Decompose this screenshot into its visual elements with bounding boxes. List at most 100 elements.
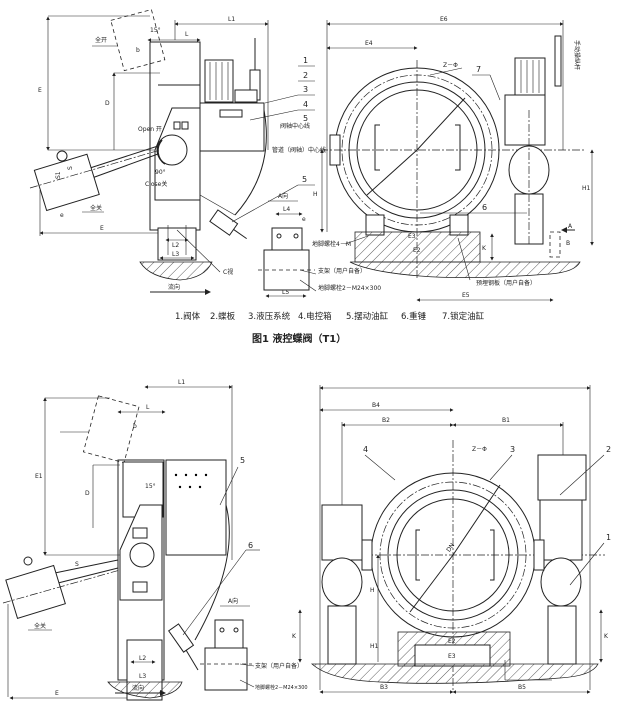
drawing-label: H1 bbox=[582, 185, 591, 192]
drawing-label: B1 bbox=[502, 417, 510, 424]
drawing-label: 4 bbox=[303, 100, 308, 109]
drawing-label: 支架（用户自备） bbox=[255, 662, 303, 670]
drawing-label: L2 bbox=[139, 655, 146, 662]
drawing-label: E6 bbox=[440, 16, 448, 23]
label-support-user-supplied: 支架（用户自备） bbox=[318, 267, 366, 275]
fig1-side-view: L1 L 全开 15° b E D Open 开 C bbox=[29, 9, 326, 295]
label-close: Close关 bbox=[145, 180, 167, 188]
drawing-label: Z－Φ bbox=[443, 62, 458, 69]
drawing-label: S bbox=[75, 561, 79, 568]
drawing-label: 6 bbox=[248, 541, 253, 550]
drawing-label: E3 bbox=[448, 653, 456, 660]
fig1-a-view: A向 L4 e L5 支架（用户自备） 地脚螺栓2－M24×300 bbox=[258, 192, 381, 298]
drawing-label: K bbox=[292, 633, 297, 640]
drawing-label: A向 bbox=[228, 597, 238, 605]
fig1-legend: 1.阀体 2.蝶板 3.液压系统 4.电控箱 5.摆动油缸 6.重锤 7.锁定油… bbox=[175, 311, 485, 322]
drawing-label: 4 bbox=[363, 445, 368, 454]
label-axis-centerline: 阀轴中心线 bbox=[280, 122, 310, 130]
drawing-label: L bbox=[146, 404, 150, 411]
dim-E-vertical: E bbox=[38, 87, 42, 94]
fig2-a-view: A向 支架（用户自备） 地脚螺栓2－M24×300 bbox=[200, 597, 308, 691]
drawing-label: 6 bbox=[482, 203, 487, 212]
drawing-label: E2 bbox=[413, 247, 421, 254]
drawing-label: H1 bbox=[370, 643, 379, 650]
drawing-label: 3 bbox=[303, 85, 308, 94]
label-pipe-centerline: 管道（阀轴）中心线 bbox=[272, 146, 326, 154]
drawing-label: 2 bbox=[303, 71, 308, 80]
drawing-label: E bbox=[55, 690, 59, 697]
drawing-label: B2 bbox=[382, 417, 390, 424]
control-box-dots bbox=[174, 473, 208, 489]
drawing-label: 2.蝶板 bbox=[210, 311, 236, 322]
drawing-label: 地脚螺栓2－M24×300 bbox=[255, 684, 308, 691]
dim-b: b bbox=[136, 47, 140, 54]
drawing-label: 5 bbox=[303, 114, 308, 123]
drawing-label: E1 bbox=[35, 473, 43, 480]
drawing-label: 1.阀体 bbox=[175, 311, 201, 322]
drawing-label: 4.电控箱 bbox=[298, 311, 332, 322]
dim-e: e bbox=[60, 212, 64, 219]
label-flow-direction: 流向 bbox=[168, 283, 180, 291]
drawing-label: 5.摆动油缸 bbox=[346, 311, 389, 322]
drawing-label: 流向 bbox=[132, 684, 144, 692]
drawing-label: L5 bbox=[282, 289, 289, 296]
drawing-label: 2 bbox=[606, 445, 611, 454]
drawing-label: H bbox=[370, 587, 375, 594]
drawing-label: K bbox=[482, 245, 487, 252]
drawing-label: 全关 bbox=[34, 622, 46, 630]
drawing-label: B4 bbox=[372, 402, 380, 409]
dim-L2: L2 bbox=[172, 242, 179, 249]
drawing-label: 5 bbox=[240, 456, 245, 465]
drawing-label: K bbox=[604, 633, 609, 640]
drawing-label: A向 bbox=[278, 192, 288, 200]
drawing-label: H bbox=[313, 191, 318, 198]
label-full-open: 全开 bbox=[95, 36, 107, 44]
drawing-label: 1 bbox=[606, 533, 611, 542]
drawing-label: 7 bbox=[476, 65, 481, 74]
dim-L1: L1 bbox=[228, 16, 235, 23]
dim-L3: L3 bbox=[172, 251, 179, 258]
drawing-label: 3 bbox=[510, 445, 515, 454]
drawing-label: DN bbox=[445, 542, 456, 553]
drawing-label: 7.锁定油缸 bbox=[442, 311, 485, 322]
fig1-front-view: E6 E4 Z－Φ 手动操纵杆 7 H H1 K 6 bbox=[312, 16, 594, 302]
label-c-view: C视 bbox=[223, 268, 233, 276]
figure1-caption: 图1 液控蝶阀（T1） bbox=[252, 332, 346, 345]
drawing-label: B5 bbox=[518, 684, 526, 691]
drawing-label: D bbox=[85, 490, 90, 497]
dim-L: L bbox=[185, 31, 189, 38]
label-full-close: 全关 bbox=[90, 204, 102, 212]
dim-angle-15: 15° bbox=[150, 27, 161, 34]
drawing-label: 6.重锤 bbox=[401, 311, 427, 322]
fig2-front-view: B4 B2 B1 Z－Φ DN 4 3 2 1 bbox=[292, 385, 611, 694]
label-anchor-bolts-4M: 地脚螺栓4－M bbox=[312, 240, 351, 248]
drawing-label: E4 bbox=[365, 40, 373, 47]
drawing-label: 15° bbox=[145, 483, 156, 490]
drawing-label: L1 bbox=[178, 379, 185, 386]
drawing-label: e bbox=[302, 216, 306, 223]
drawing-label: 3.液压系统 bbox=[248, 311, 291, 322]
label-anchor-bolt: 地脚螺栓2－M24×300 bbox=[318, 284, 381, 292]
drawing-label: 5 bbox=[302, 175, 307, 184]
dim-E-horizontal: E bbox=[100, 225, 104, 232]
drawing-label: L3 bbox=[139, 673, 146, 680]
dim-S1: S1 bbox=[55, 171, 62, 179]
drawing-label: E3 bbox=[408, 233, 416, 240]
drawing-label: B bbox=[566, 240, 570, 247]
drawing-label: L4 bbox=[283, 206, 290, 213]
label-open: Open 开 bbox=[138, 126, 162, 133]
label-embedded-plate: 预埋钢板（用户自备） bbox=[476, 279, 536, 287]
fig1-callouts: 1 2 3 4 5 阀轴中心线 管道（阀轴）中心线 5 bbox=[231, 56, 326, 223]
drawing-label: b bbox=[133, 423, 137, 430]
drawing-label: E2 bbox=[448, 638, 456, 645]
drawing-label: B3 bbox=[380, 684, 388, 691]
drawing-label: A bbox=[568, 223, 573, 230]
drawing-label: Z－Φ bbox=[472, 446, 487, 453]
dim-S: S bbox=[67, 166, 74, 170]
label-90deg: 90° bbox=[155, 169, 166, 176]
label-manual-handle: 手动操纵杆 bbox=[573, 40, 581, 70]
fig2-side-view: L1 L b E1 D 15° S 全关 E 5 6 bbox=[2, 379, 260, 701]
dim-D: D bbox=[105, 100, 110, 107]
drawing-label: 1 bbox=[303, 56, 308, 65]
